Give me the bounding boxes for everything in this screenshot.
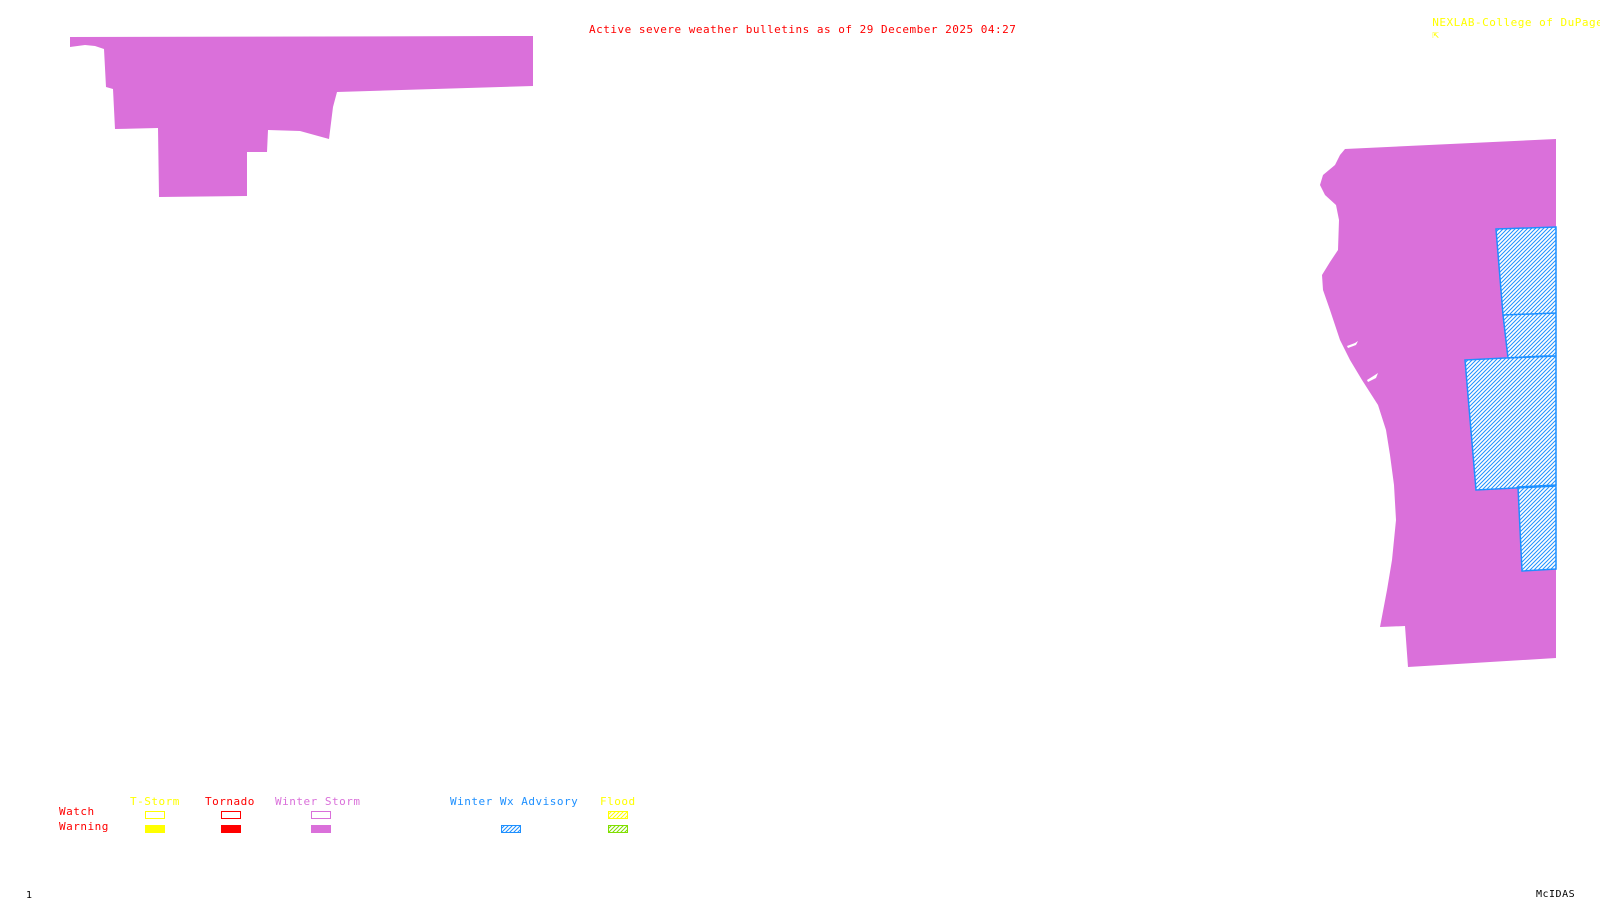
legend-row-warning: Warning — [59, 820, 109, 833]
legend-flood-warning — [608, 825, 628, 833]
legend-tstorm-warning — [145, 825, 165, 833]
legend-winter-storm-warning — [311, 825, 331, 833]
legend-tornado-watch — [221, 811, 241, 819]
credit-text: NEXLAB-College of DuPage — [1432, 16, 1600, 29]
credit-label: NEXLAB-College of DuPage ⇱ — [1418, 5, 1600, 41]
winter-storm-warning-east — [1320, 139, 1556, 667]
legend-winter-storm-label: Winter Storm — [275, 795, 361, 808]
legend-flood-watch — [608, 811, 628, 819]
legend-flood-label: Flood — [600, 795, 636, 808]
page-title: Active severe weather bulletins as of 29… — [589, 23, 1017, 36]
legend-row-watch: Watch — [59, 805, 95, 818]
legend-tstorm-label: T-Storm — [130, 795, 180, 808]
frame-number: 1 — [26, 890, 33, 901]
legend-winter-storm-watch — [311, 811, 331, 819]
software-label: McIDAS — [1536, 889, 1576, 900]
legend-winter-advisory-warning — [501, 825, 521, 833]
arrow-icon: ⇱ — [1432, 28, 1440, 41]
legend-tornado-label: Tornado — [205, 795, 255, 808]
winter-storm-warning-northwest — [70, 36, 533, 197]
winter-wx-advisory-east — [1464, 226, 1557, 572]
legend-tstorm-watch — [145, 811, 165, 819]
legend-winter-advisory-label: Winter Wx Advisory — [450, 795, 579, 808]
legend-tornado-warning — [221, 825, 241, 833]
